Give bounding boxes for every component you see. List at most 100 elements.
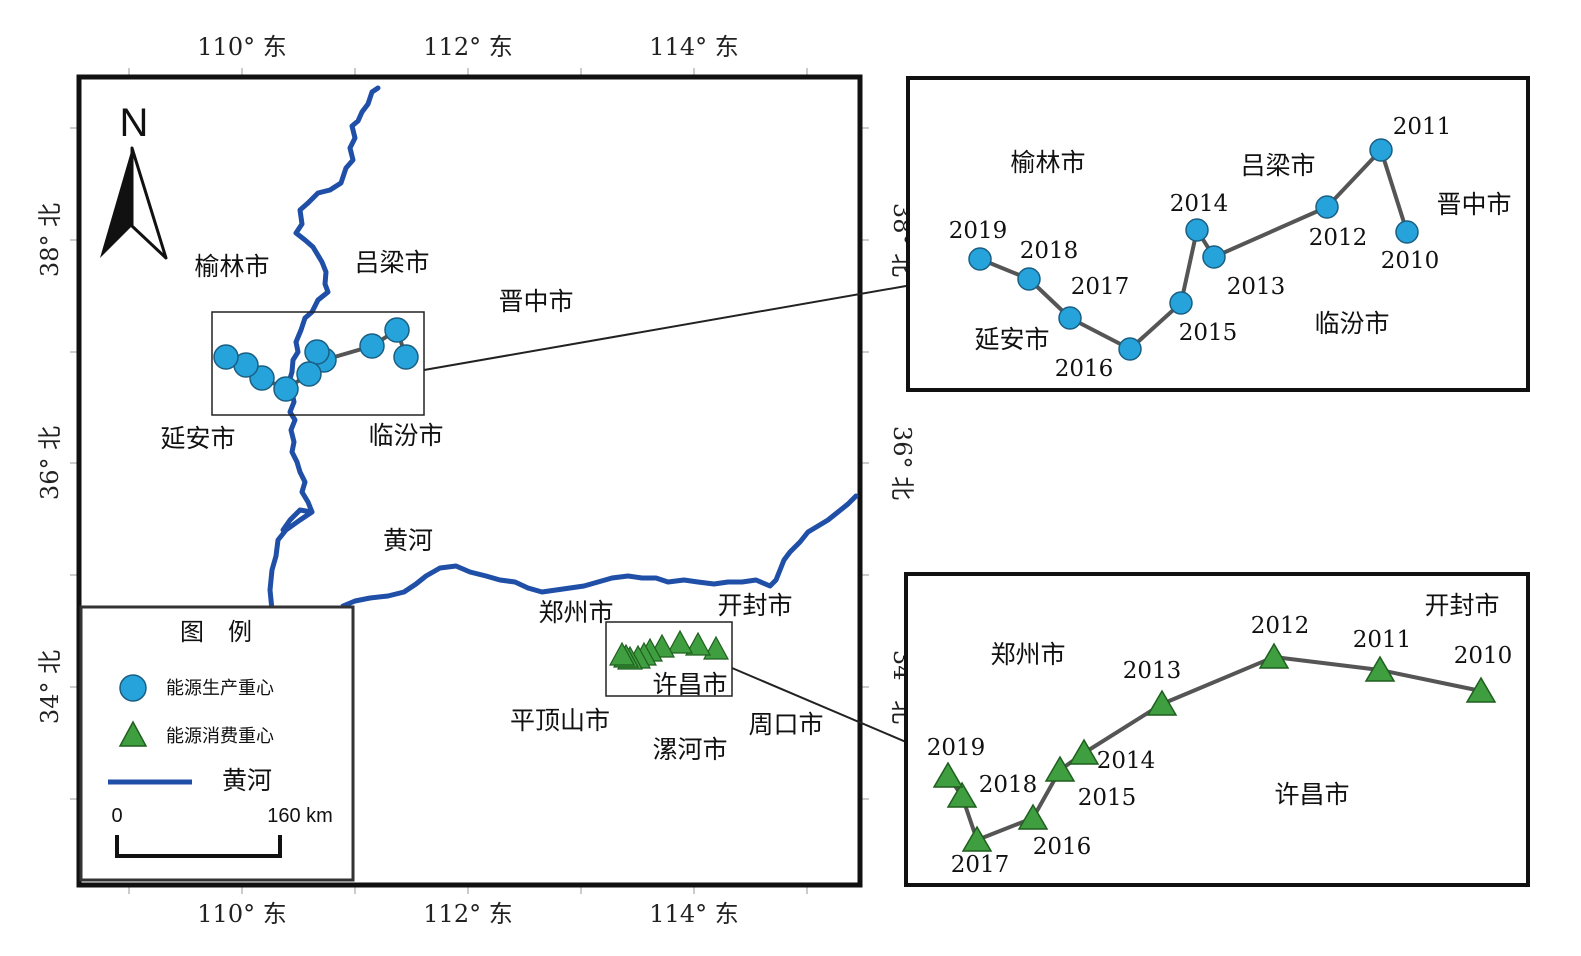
lon-label-bottom-114: 114° 东: [649, 900, 738, 928]
legend-consumption-icon: [118, 720, 148, 747]
production-year-label-2016: 2016: [1055, 356, 1114, 382]
lat-label-right-36: 36° 北: [888, 426, 916, 500]
yellow-river: [267, 85, 859, 613]
production-inset: 榆林市 吕梁市 晋中市 延安市 临汾市 2010 2011 2012 2013 2014…: [906, 76, 1530, 392]
consumption-year-label-2013: 2013: [1123, 658, 1182, 684]
production-cluster-point: [273, 376, 299, 402]
inset-city-yulin: 榆林市: [1010, 148, 1085, 177]
production-track-line: [979, 148, 1409, 351]
legend-river-label: 黄河: [222, 766, 272, 795]
production-inset-frame: [906, 76, 1530, 392]
main-city-zhengzhou: 郑州市: [538, 598, 613, 627]
production-cluster-point: [393, 344, 419, 370]
production-cluster-point: [384, 317, 410, 343]
lon-label-top-114: 114° 东: [649, 33, 738, 61]
consumption-cluster-point: [684, 631, 712, 656]
legend-production-label: 能源生产重心: [166, 678, 274, 699]
production-point-2017: [1058, 306, 1082, 330]
consumption-point-2011: [1364, 655, 1396, 682]
main-city-luohe: 漯河市: [652, 735, 727, 764]
lon-label-top-112: 112° 东: [423, 33, 512, 61]
production-year-label-2014: 2014: [1170, 191, 1229, 217]
production-year-label-2018: 2018: [1020, 238, 1079, 264]
inset-city-yanan: 延安市: [974, 325, 1049, 354]
consumption-year-label-2018: 2018: [979, 772, 1038, 798]
inset-city-zhengzhou: 郑州市: [990, 640, 1065, 669]
main-city-jinzhong: 晋中市: [498, 287, 573, 316]
consumption-year-label-2012: 2012: [1251, 613, 1310, 639]
consumption-cluster-point: [702, 635, 730, 660]
consumption-cluster-point: [666, 629, 694, 654]
production-point-2011: [1369, 138, 1393, 162]
inset-city-xuchang: 许昌市: [1274, 780, 1349, 809]
legend-title: 图 例: [180, 618, 252, 646]
consumption-point-2018: [946, 781, 978, 808]
main-city-lvliang: 吕梁市: [354, 248, 429, 277]
river-label: 黄河: [383, 526, 433, 555]
consumption-inset-frame: [904, 572, 1530, 887]
scale-bar: [115, 835, 282, 858]
lat-label-left-38: 38° 北: [36, 203, 64, 277]
production-cluster-point: [213, 344, 239, 370]
lat-label-left-34: 34° 北: [36, 650, 64, 724]
consumption-year-label-2011: 2011: [1353, 627, 1412, 653]
inset-city-jinzhong: 晋中市: [1436, 190, 1511, 219]
lon-label-bottom-110: 110° 东: [197, 900, 286, 928]
production-year-labels: 2010 2011 2012 2013 2014 2015 2016 2017 2018 2019: [949, 114, 1452, 382]
consumption-leader-line: [731, 667, 907, 743]
lon-label-top-110: 110° 东: [197, 33, 286, 61]
main-city-kaifeng: 开封市: [717, 591, 792, 620]
production-point-2012: [1315, 195, 1339, 219]
consumption-cluster-point: [608, 641, 636, 666]
production-year-label-2019: 2019: [949, 218, 1008, 244]
production-point-2013: [1202, 245, 1226, 269]
consumption-point-2016: [1017, 803, 1049, 830]
north-arrow-icon: N: [100, 101, 168, 260]
production-point-2010: [1395, 220, 1419, 244]
production-point-2015: [1169, 291, 1193, 315]
production-cluster: [213, 317, 419, 402]
consumption-points: [932, 642, 1497, 852]
production-year-label-2012: 2012: [1309, 225, 1368, 251]
lat-label-left-36: 36° 北: [36, 426, 64, 500]
production-year-label-2011: 2011: [1393, 114, 1452, 140]
production-year-label-2015: 2015: [1179, 320, 1238, 346]
production-year-label-2013: 2013: [1227, 274, 1286, 300]
consumption-point-2015: [1044, 755, 1076, 782]
production-cluster-point: [359, 333, 385, 359]
main-city-pingdingshan: 平顶山市: [510, 706, 610, 735]
production-cluster-point: [296, 361, 322, 387]
production-point-2014: [1185, 218, 1209, 242]
production-point-2018: [1017, 267, 1041, 291]
production-point-2019: [968, 247, 992, 271]
consumption-point-2010: [1465, 676, 1497, 703]
consumption-point-2014: [1068, 738, 1100, 765]
scale-start-label: 0: [111, 805, 122, 827]
production-year-label-2017: 2017: [1071, 274, 1130, 300]
main-city-yulin: 榆林市: [194, 252, 269, 281]
consumption-year-label-2017: 2017: [951, 852, 1010, 878]
inset-city-lvliang: 吕梁市: [1240, 151, 1315, 180]
consumption-year-label-2010: 2010: [1454, 643, 1513, 669]
main-city-zhoukou: 周口市: [748, 710, 823, 739]
inset-city-kaifeng: 开封市: [1424, 591, 1499, 620]
production-points: [968, 138, 1419, 361]
production-cluster-point: [304, 339, 330, 365]
inset-city-linfen: 临汾市: [1314, 309, 1389, 338]
production-year-label-2010: 2010: [1381, 248, 1440, 274]
main-city-linfen: 临汾市: [368, 421, 443, 450]
consumption-year-label-2016: 2016: [1033, 834, 1092, 860]
consumption-point-2013: [1146, 689, 1178, 716]
production-leader-line: [423, 285, 907, 371]
consumption-cluster: [608, 629, 730, 670]
consumption-year-label-2015: 2015: [1078, 785, 1137, 811]
main-city-xuchang: 许昌市: [652, 670, 727, 699]
consumption-point-2019: [932, 761, 964, 788]
lon-label-bottom-112: 112° 东: [423, 900, 512, 928]
consumption-point-2017: [961, 825, 993, 852]
production-point-2016: [1118, 337, 1142, 361]
consumption-year-label-2019: 2019: [927, 735, 986, 761]
consumption-point-2012: [1258, 642, 1290, 669]
